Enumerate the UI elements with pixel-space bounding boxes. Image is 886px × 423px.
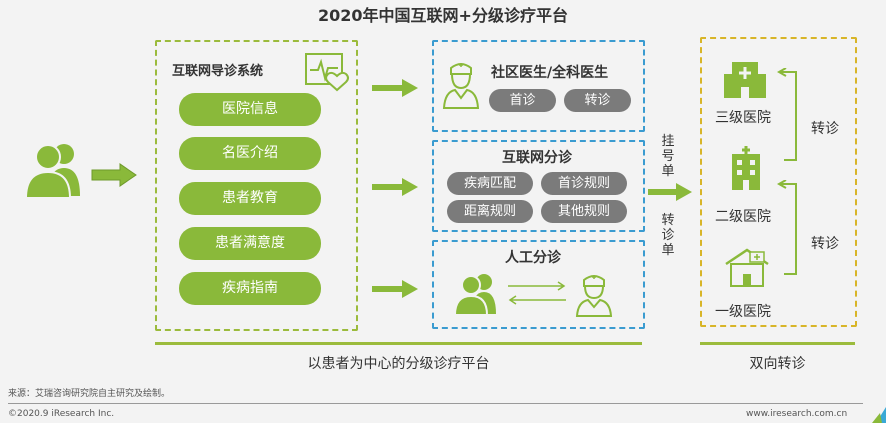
manual-triage-label: 人工分诊 (505, 250, 561, 266)
copyright: ©2020.9 iResearch Inc. (8, 409, 115, 419)
community-doctor-box (432, 40, 645, 132)
first-visit-button[interactable]: 首诊 (489, 89, 556, 112)
guide-item-patient-education[interactable]: 患者教育 (179, 182, 321, 215)
source-note: 来源：艾瑞咨询研究院自主研究及绘制。 (8, 389, 171, 399)
platform-caption: 以患者为中心的分级诊疗平台 (307, 356, 490, 372)
guide-item-doctor-intro[interactable]: 名医介绍 (179, 137, 321, 170)
disease-match-button[interactable]: 疾病匹配 (447, 172, 533, 195)
tier2-hospital-label: 二级医院 (715, 209, 771, 225)
distance-rule-button[interactable]: 距离规则 (447, 200, 533, 223)
heart-monitor-icon (305, 53, 349, 92)
referral-up-label: 转诊 (811, 121, 839, 137)
guide-system-label: 互联网导诊系统 (172, 64, 264, 79)
tier3-hospital-label: 三级医院 (715, 110, 771, 126)
patient-group-icon (24, 144, 80, 199)
brand-corner-icon (872, 407, 886, 423)
registration-label: 挂号单 (661, 134, 675, 179)
referral-label: 转诊单 (661, 213, 675, 258)
hospital-tier3-icon (724, 62, 766, 98)
arrow-right-icon (648, 183, 692, 201)
exchange-arrows-icon (508, 281, 566, 305)
patient-group-icon (453, 274, 496, 316)
hospital-tier1-icon (725, 248, 769, 287)
referral-button[interactable]: 转诊 (564, 89, 631, 112)
website: www.iresearch.com.cn (746, 409, 848, 419)
referral-arrow-icon (776, 180, 797, 275)
hospital-tier2-icon (732, 146, 760, 190)
arrow-right-icon (372, 178, 418, 196)
doctor-icon (442, 63, 480, 109)
arrow-right-icon (91, 163, 137, 187)
guide-item-hospital-info[interactable]: 医院信息 (179, 93, 321, 126)
platform-divider (155, 342, 642, 345)
internet-triage-label: 互联网分诊 (502, 150, 572, 166)
guide-item-disease-guide[interactable]: 疾病指南 (179, 272, 321, 305)
other-rule-button[interactable]: 其他规则 (541, 200, 627, 223)
internet-triage-box (432, 140, 645, 232)
doctor-icon (575, 275, 613, 317)
guide-item-satisfaction[interactable]: 患者满意度 (179, 227, 321, 260)
community-doctor-label: 社区医生/全科医生 (491, 65, 609, 81)
arrow-right-icon (372, 79, 418, 97)
page-title: 2020年中国互联网+分级诊疗平台 (318, 6, 568, 25)
referral-arrow-icon (776, 68, 797, 161)
bidirectional-caption: 双向转诊 (749, 356, 806, 372)
referral-down-label: 转诊 (811, 236, 839, 252)
guide-system-box (155, 40, 358, 331)
tier1-hospital-label: 一级医院 (715, 304, 771, 320)
footer-divider (8, 403, 863, 404)
manual-triage-box (432, 240, 645, 329)
arrow-right-icon (372, 280, 418, 298)
hospitals-box (700, 37, 857, 327)
bidirectional-divider (700, 342, 855, 345)
first-visit-rule-button[interactable]: 首诊规则 (541, 172, 627, 195)
